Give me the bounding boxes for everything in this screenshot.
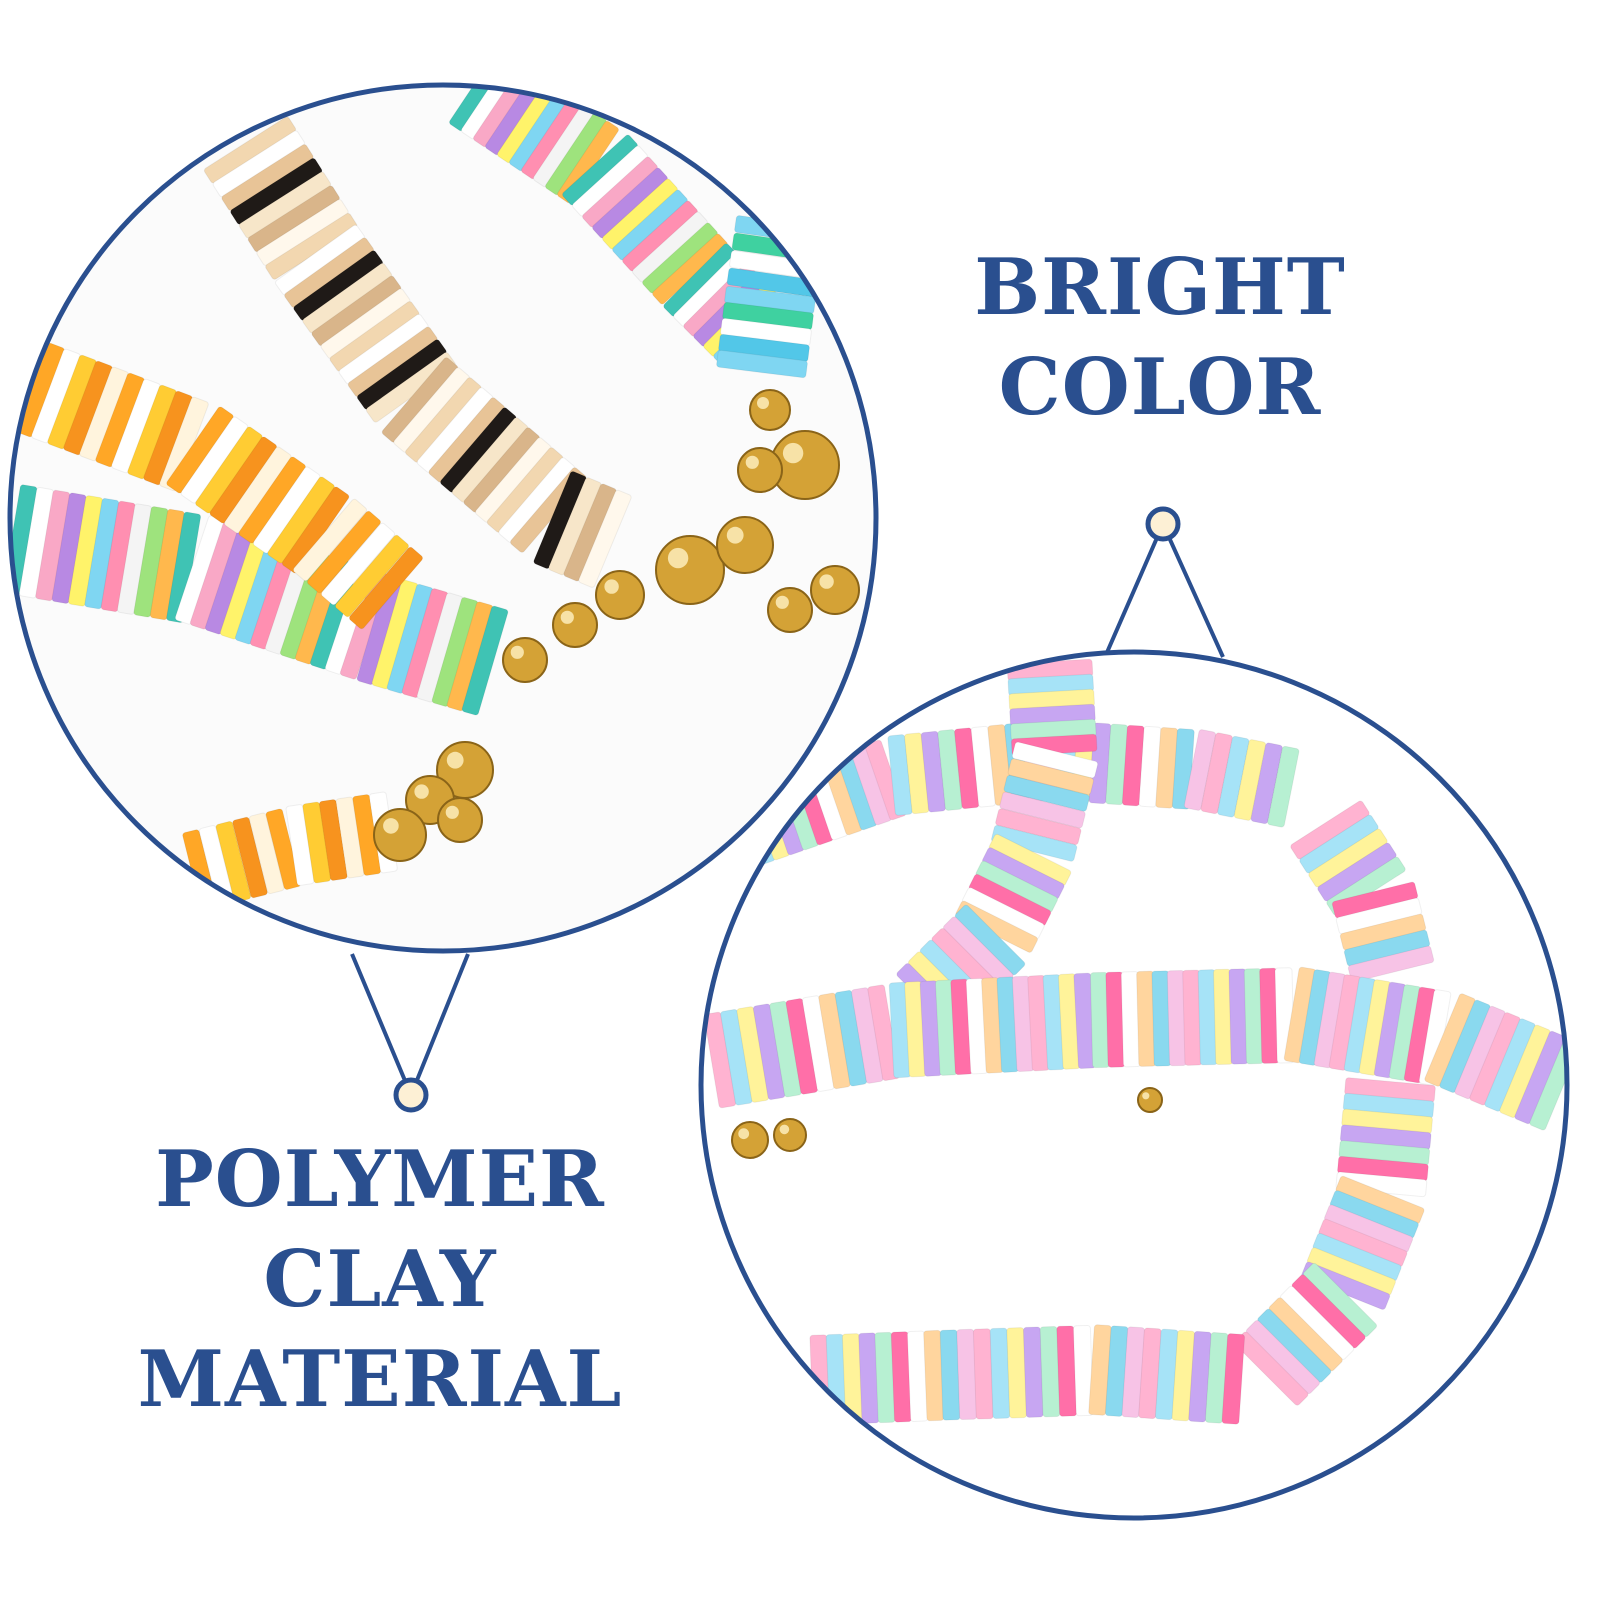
connector-bottom-right [1103, 506, 1225, 658]
connector-top-left [350, 953, 470, 1113]
caption-line-1: POLYMER CLAY [155, 1134, 605, 1325]
caption-line-2: MATERIAL [137, 1333, 623, 1425]
bottom-right-circle-frame [698, 649, 1570, 1521]
caption-line-2: COLOR [998, 341, 1322, 433]
bright-color-caption: BRIGHT COLOR [960, 238, 1360, 438]
top-left-circle-frame [7, 82, 879, 954]
polymer-clay-caption: POLYMER CLAY MATERIAL [30, 1130, 730, 1429]
bracelet-closeup-photo [10, 85, 876, 951]
caption-line-1: BRIGHT [974, 242, 1346, 333]
bead-strand-closeup-photo [701, 652, 1567, 1518]
